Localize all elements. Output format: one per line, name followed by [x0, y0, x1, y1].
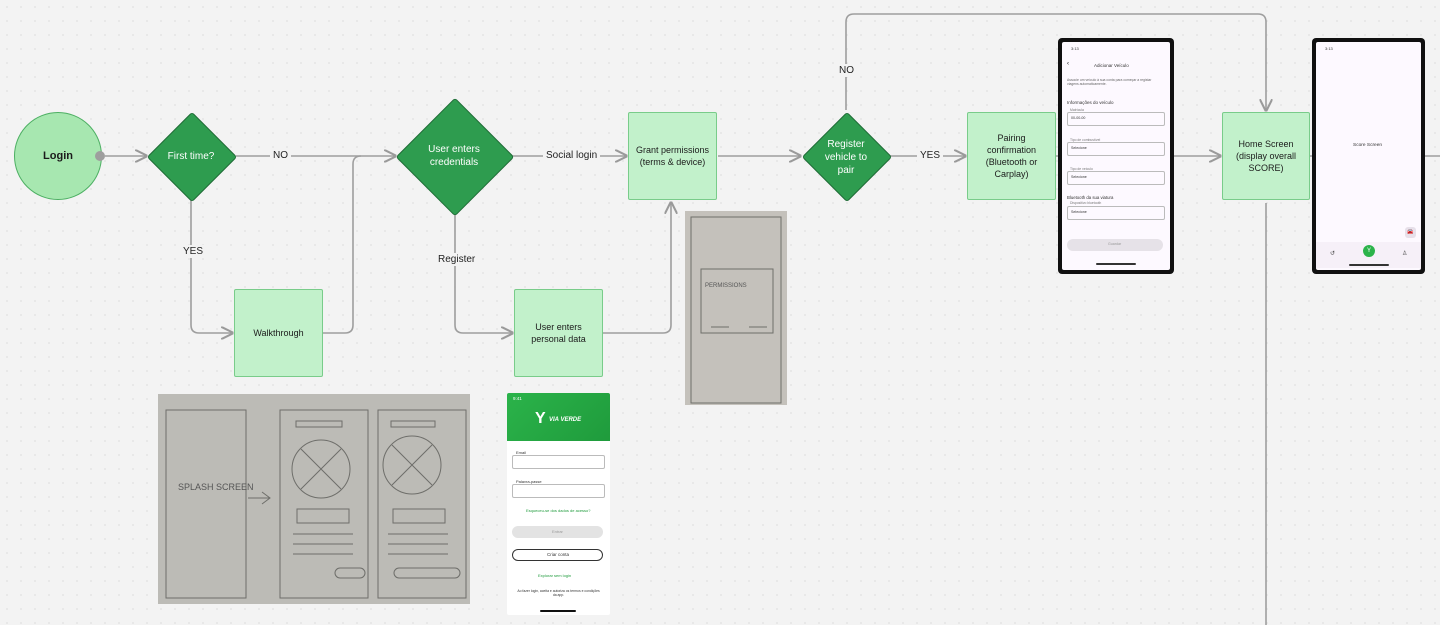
- credentials-label: User enters credentials: [428, 144, 480, 168]
- vv-home-indicator: [540, 610, 576, 612]
- av-type-label: Tipo de veículo: [1070, 167, 1093, 171]
- vv-create-button[interactable]: [512, 549, 603, 561]
- av-fuel-label: Tipo de combustível: [1070, 138, 1101, 142]
- vv-password-label: Palavra-passe: [516, 479, 542, 484]
- edge-label-social-login: Social login: [543, 149, 601, 162]
- edge-label-yes-first: YES: [180, 245, 207, 258]
- vv-email-label: Email: [516, 450, 527, 455]
- score-status-time: 3:13: [1325, 46, 1333, 51]
- score-screen: 3:13 Score Screen 🚘 ↺ Y ♙: [1316, 42, 1421, 270]
- av-title: Adicionar Veículo: [1094, 63, 1129, 68]
- permissions-sketch-photo: PERMISSIONS: [685, 211, 787, 405]
- vv-brand: VIA VERDE: [549, 417, 582, 423]
- edge-label-no-register: NO: [836, 64, 857, 77]
- vv-password-field[interactable]: [512, 484, 605, 498]
- av-plate-label: Matrícula: [1070, 108, 1084, 112]
- connector-dot: [95, 151, 105, 161]
- score-home-indicator: [1349, 264, 1389, 266]
- personal-data-box[interactable]: User enters personal data: [514, 289, 603, 377]
- vv-explore-link[interactable]: Explorar sem login: [538, 573, 572, 578]
- nav-history-icon[interactable]: ↺: [1330, 251, 1336, 257]
- permissions-drawing: PERMISSIONS: [690, 216, 782, 404]
- edge-firsttime-walkthrough-yes: [190, 200, 232, 333]
- nav-home-icon[interactable]: Y: [1363, 245, 1375, 257]
- via-verde-header: 9:41 Y VIA VERDE: [507, 393, 610, 441]
- home-screen-box[interactable]: Home Screen (display overall SCORE): [1222, 112, 1310, 200]
- add-vehicle-screen: 3:13 ‹ Adicionar Veículo Associe um veíc…: [1062, 42, 1170, 270]
- av-type-value: Selecione: [1071, 175, 1087, 179]
- walkthrough-sketch-photo: SPLASH SCREEN: [158, 394, 470, 604]
- home-screen-label: Home Screen (display overall SCORE): [1235, 138, 1297, 174]
- vv-login-button[interactable]: [512, 526, 603, 538]
- first-time-label: First time?: [167, 150, 215, 162]
- add-vehicle-phone: 3:13 ‹ Adicionar Veículo Associe um veíc…: [1058, 38, 1174, 274]
- grant-permissions-box[interactable]: Grant permissions (terms & device): [628, 112, 717, 200]
- via-verde-login-mockup: 9:41 Y VIA VERDE Email Palavra-passe Esq…: [507, 393, 610, 615]
- edge-personaldata-permissions: [603, 203, 671, 334]
- vv-forgot-link[interactable]: Esqueceu-se dos dados de acesso?: [526, 508, 591, 513]
- walkthrough-box[interactable]: Walkthrough: [234, 289, 323, 377]
- av-intro: Associe um veículo à sua conta para come…: [1067, 78, 1152, 87]
- vv-footer: Ao fazer login, aceita e autoriza os ter…: [517, 589, 600, 598]
- edge-label-no-first: NO: [270, 149, 291, 162]
- edge-label-yes-register: YES: [917, 149, 944, 162]
- personal-data-label: User enters personal data: [531, 321, 586, 344]
- av-save-label: Guardar: [1108, 242, 1122, 246]
- edge-credentials-personaldata-register: [454, 212, 512, 333]
- permissions-sketch-text: PERMISSIONS: [705, 283, 747, 289]
- av-status-time: 3:13: [1071, 46, 1079, 51]
- sketch-drawing: SPLASH SCREEN: [165, 409, 467, 599]
- vv-status-time: 9:41: [513, 396, 522, 401]
- pairing-confirmation-box[interactable]: Pairing confirmation (Bluetooth or Carpl…: [967, 112, 1056, 200]
- nav-profile-icon[interactable]: ♙: [1402, 251, 1408, 257]
- av-fuel-select[interactable]: [1067, 142, 1165, 156]
- register-vehicle-label: Register vehicle to pair: [824, 138, 868, 176]
- av-device-value: Selecione: [1071, 210, 1087, 214]
- av-section-bt: Bluetooth da sua viatura: [1067, 195, 1114, 200]
- av-type-select[interactable]: [1067, 171, 1165, 185]
- pairing-confirmation-label: Pairing confirmation (Bluetooth or Carpl…: [985, 132, 1038, 180]
- walkthrough-label: Walkthrough: [253, 327, 304, 338]
- av-plate-value: 00-00-00: [1071, 116, 1086, 120]
- vv-email-field[interactable]: [512, 455, 605, 469]
- score-title: Score Screen: [1353, 143, 1383, 148]
- av-plate-field[interactable]: [1067, 112, 1165, 126]
- av-save-button[interactable]: [1067, 239, 1163, 251]
- av-section-info: Informações do veículo: [1067, 100, 1114, 105]
- splash-sketch-text: SPLASH SCREEN: [178, 482, 254, 492]
- av-home-indicator: [1096, 263, 1136, 265]
- grant-permissions-label: Grant permissions (terms & device): [635, 144, 710, 167]
- av-back-icon[interactable]: ‹: [1067, 61, 1069, 67]
- edge-label-register: Register: [435, 253, 479, 266]
- av-device-select[interactable]: [1067, 206, 1165, 220]
- via-verde-logo-icon: Y: [535, 410, 546, 427]
- car-fab-icon[interactable]: 🚘: [1405, 227, 1416, 238]
- score-phone: 3:13 Score Screen 🚘 ↺ Y ♙: [1312, 38, 1425, 274]
- login-node[interactable]: Login: [14, 112, 102, 200]
- av-fuel-value: Selecione: [1071, 146, 1087, 150]
- edge-walkthrough-credentials: [323, 155, 362, 334]
- login-label: Login: [43, 150, 73, 162]
- vv-login-button-label: Entrar: [552, 529, 563, 534]
- edge-register-home-no: [845, 13, 1266, 110]
- vv-create-button-label: Criar conta: [547, 552, 570, 557]
- av-device-label: Dispositivo bluetooth: [1070, 201, 1102, 205]
